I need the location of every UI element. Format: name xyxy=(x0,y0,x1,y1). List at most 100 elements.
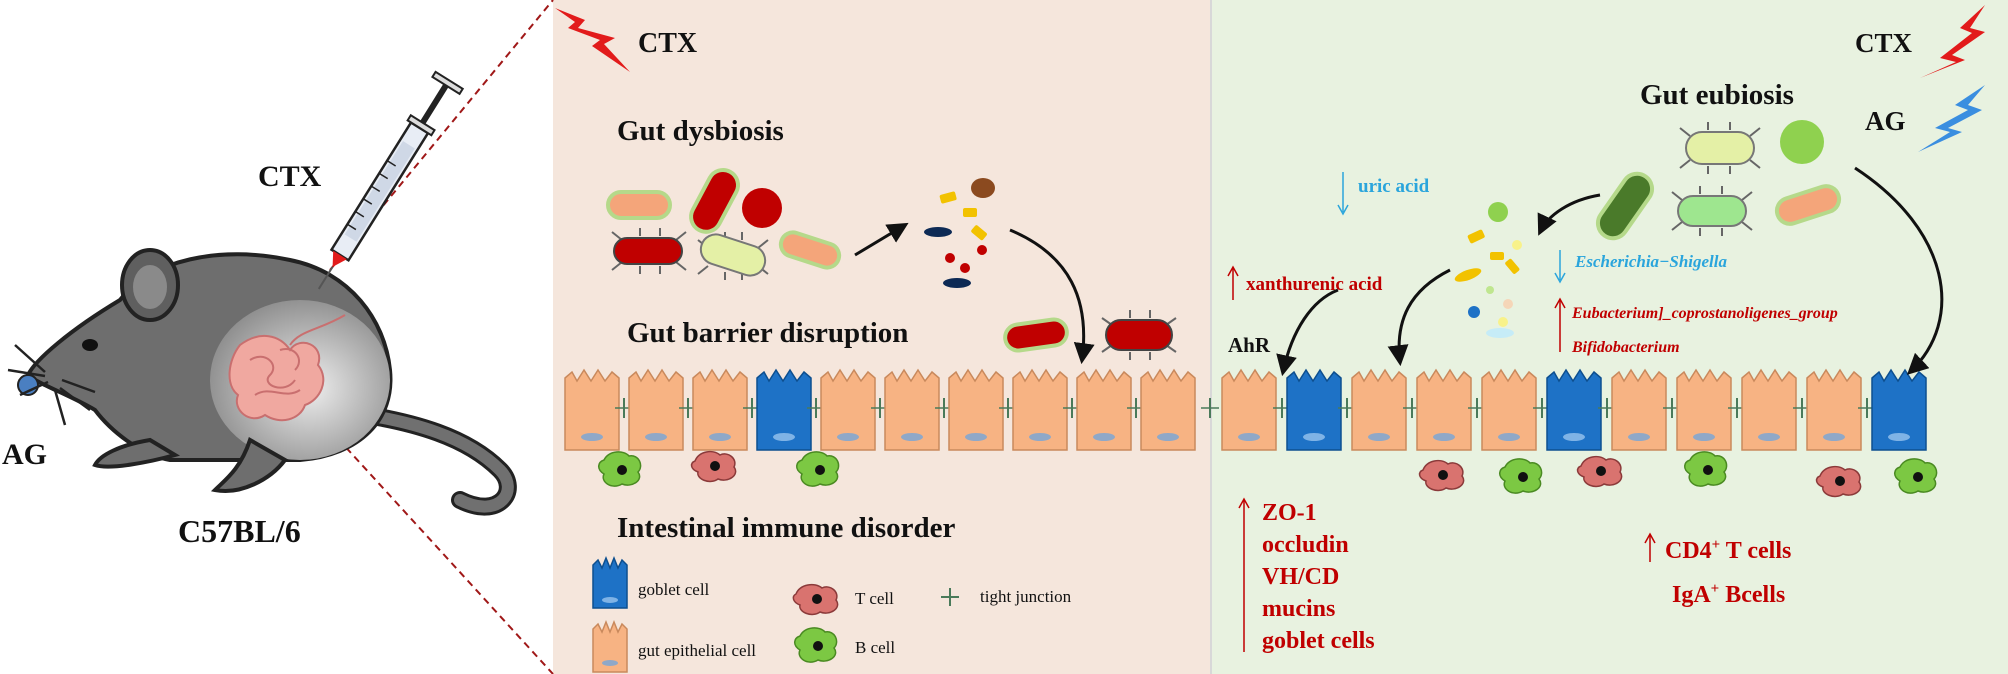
epithelial-cell xyxy=(564,368,620,451)
eubiosis-title: Gut eubiosis xyxy=(1640,79,1794,111)
mouse-ctx-label: CTX xyxy=(258,160,322,193)
barrier-marker: VH/CD xyxy=(1262,564,1339,590)
legend-epithelial-label: gut epithelial cell xyxy=(638,641,756,660)
epithelial-cell xyxy=(1416,368,1472,451)
t-cell xyxy=(1576,455,1623,488)
tight-junction xyxy=(1201,398,1219,418)
epithelial-cell xyxy=(1676,368,1732,451)
legend-bcell-label: B cell xyxy=(855,638,895,657)
regulation-arrows xyxy=(1227,172,1656,652)
b-cell xyxy=(796,451,840,487)
epithelial-layer xyxy=(564,368,1927,451)
ahr-label: AhR xyxy=(1228,333,1271,357)
immune-title: Intestinal immune disorder xyxy=(617,512,955,544)
epithelial-cell xyxy=(1741,368,1797,451)
iga-bcells-label: IgA+ Bcells xyxy=(1672,581,1785,608)
translocated-bacteria xyxy=(1003,310,1177,360)
barrier-marker: ZO-1 xyxy=(1262,500,1317,526)
epithelial-cell xyxy=(1481,368,1537,451)
mouse-strain-label: C57BL/6 xyxy=(178,513,301,549)
xanthurenic-acid-label: xanthurenic acid xyxy=(1246,274,1383,295)
epithelial-cell xyxy=(1140,368,1196,451)
right-panel-bg xyxy=(1212,0,2008,674)
epithelial-cell xyxy=(1221,368,1277,451)
epithelial-cell xyxy=(884,368,940,451)
up-arrow-icon xyxy=(1554,297,1566,352)
xanthurenic-to-ahr-arrow xyxy=(1276,288,1339,377)
up-arrow-icon xyxy=(1644,532,1656,562)
legend-tcell-icon xyxy=(792,583,839,616)
uric-acid-label: uric acid xyxy=(1358,176,1430,197)
eubiosis-to-metabolite-arrow xyxy=(1537,193,1601,236)
iga-prefix: IgA xyxy=(1672,582,1711,608)
up-arrow-icon xyxy=(1227,265,1239,300)
metabolite-arrow xyxy=(1009,228,1095,365)
lightning-red-icon-right xyxy=(1920,5,1985,78)
right-ag-label: AG xyxy=(1865,106,1906,136)
goblet-cell xyxy=(1286,368,1342,451)
b-cell xyxy=(1684,451,1728,487)
left-panel-bg xyxy=(553,0,1210,674)
zoom-line-top xyxy=(329,0,554,271)
epithelial-cell xyxy=(1076,368,1132,451)
cd4-tcells-label: CD4+ T cells xyxy=(1665,537,1791,564)
up-arrow-icon xyxy=(1238,497,1250,652)
zoom-line-bottom xyxy=(329,429,554,674)
escherichia-label: Escherichia−Shigella xyxy=(1574,252,1727,271)
cd4-sup: + xyxy=(1712,537,1721,553)
eubiosis-to-epithelium-arrow xyxy=(1854,166,1944,375)
right-metabolite-particles xyxy=(1454,202,1522,338)
goblet-cell xyxy=(1871,368,1927,451)
dysbiosis-bacteria xyxy=(606,167,842,280)
legend-tight-junction-label: tight junction xyxy=(980,587,1072,606)
epithelial-cell xyxy=(1611,368,1667,451)
goblet-cell xyxy=(756,368,812,451)
right-ctx-label: CTX xyxy=(1855,28,1913,58)
iga-suffix: Bcells xyxy=(1719,582,1785,608)
epithelial-cell xyxy=(1351,368,1407,451)
epithelial-cell xyxy=(1012,368,1068,451)
down-arrow-icon xyxy=(1554,250,1566,284)
cd4-prefix: CD4 xyxy=(1665,538,1712,564)
barrier-title: Gut barrier disruption xyxy=(627,317,908,349)
eubiosis-bacteria xyxy=(1595,120,1842,241)
barrier-marker: goblet cells xyxy=(1262,628,1375,654)
legend-bcell-icon xyxy=(794,627,838,663)
t-cell xyxy=(1815,465,1862,498)
goblet-cell xyxy=(1546,368,1602,451)
barrier-marker: occludin xyxy=(1262,532,1349,558)
left-ctx-label: CTX xyxy=(638,28,697,59)
lightning-blue-icon xyxy=(1918,85,1985,152)
barrier-markers-list: ZO-1 occludin VH/CD mucins goblet cells xyxy=(1262,500,1375,654)
epithelial-cell xyxy=(692,368,748,451)
metabolite-to-epithelium-arrow xyxy=(1387,268,1451,367)
legend-tight-junction-icon xyxy=(941,588,959,606)
legend-icons xyxy=(592,555,959,673)
immune-cells xyxy=(598,450,1938,498)
b-cell xyxy=(598,451,642,487)
epithelial-cell xyxy=(1806,368,1862,451)
legend-tcell-label: T cell xyxy=(855,589,894,608)
cd4-suffix: T cells xyxy=(1720,538,1791,564)
b-cell xyxy=(1894,458,1938,494)
iga-sup: + xyxy=(1711,581,1720,597)
legend-goblet-label: goblet cell xyxy=(638,580,710,599)
epithelial-cell xyxy=(948,368,1004,451)
mouse-illustration xyxy=(7,70,517,516)
dysbiosis-title: Gut dysbiosis xyxy=(617,115,784,147)
barrier-marker: mucins xyxy=(1262,596,1335,622)
down-arrow-icon xyxy=(1337,172,1349,216)
t-cell xyxy=(690,450,737,483)
epithelial-cell xyxy=(820,368,876,451)
epithelial-cell xyxy=(628,368,684,451)
b-cell xyxy=(1499,458,1543,494)
legend-epithelial-icon xyxy=(592,619,628,673)
t-cell xyxy=(1418,459,1465,492)
lightning-red-icon xyxy=(555,8,630,72)
legend-goblet-icon xyxy=(592,555,628,609)
metabolite-particles xyxy=(924,178,995,288)
eubacterium-label: Eubacterium]_coprostanoligenes_group xyxy=(1571,305,1838,322)
dysbiosis-arrow xyxy=(854,222,909,257)
